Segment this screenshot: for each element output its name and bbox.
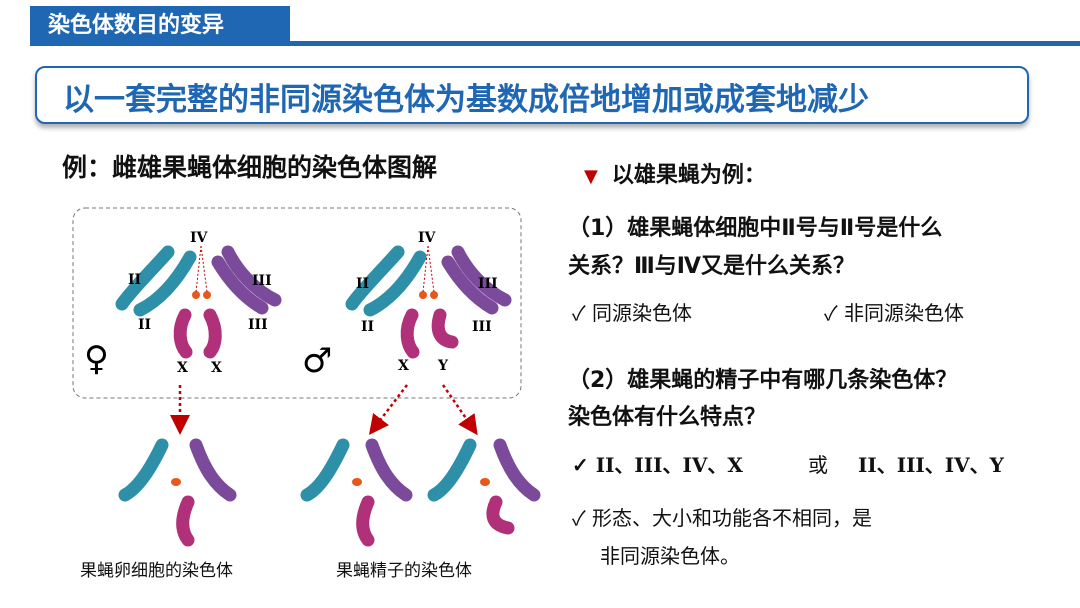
label-iv: IV [190, 230, 209, 246]
label-y: Y [437, 358, 449, 374]
answer-1-right: ✓ 非同源染色体 [824, 297, 964, 326]
answer-2-part-1: ✓ II、III、IV、X [572, 449, 743, 478]
label-iii-bottom: III [472, 319, 492, 335]
caption-sperm: 果蝇精子的染色体 [336, 556, 472, 581]
caption-egg: 果蝇卵细胞的染色体 [80, 556, 233, 581]
answer-1-left: ✓ 同源染色体 [572, 297, 692, 326]
header-bar: 染色体数目的变异 [0, 0, 1080, 46]
right-heading: ▼ 以雄果蝇为例： [584, 157, 766, 189]
female-karyotype: IV II II III III X X ♀ [84, 230, 275, 379]
label-x: X [398, 358, 409, 374]
diagram-subtitle: 例：雌雄果蝇体细胞的染色体图解 [62, 148, 437, 184]
question-2-line-2: 染色体有什么特点？ [568, 399, 766, 431]
chromosome-diagram: IV II II III III X X ♀ IV II II III III … [0, 190, 560, 590]
chromosome-x [407, 315, 413, 352]
male-karyotype: IV II II III III X Y ♂ [302, 230, 505, 381]
chromosome-iv-b [203, 291, 211, 299]
triangle-bullet-icon: ▼ [584, 166, 598, 187]
egg-karyotype [125, 445, 230, 540]
header-rule [290, 41, 1080, 46]
section-title: 染色体数目的变异 [30, 6, 290, 46]
label-iii-bottom: III [248, 317, 268, 333]
label-ii-top: II [128, 272, 141, 288]
sperm-x-karyotype [307, 445, 406, 540]
label-iii-top: III [478, 276, 498, 292]
question-2-line-1: （2）雄果蝇的精子中有哪几条染色体？ [568, 362, 957, 394]
definition-banner: 以一套完整的非同源染色体为基数成倍地增加或成套地减少 [35, 66, 1029, 124]
label-x2: X [211, 360, 222, 376]
female-symbol-icon: ♀ [84, 339, 109, 379]
label-ii-bottom: II [138, 317, 151, 333]
chromosome-iv-a [419, 291, 427, 299]
arrow-to-sperm-y [443, 385, 472, 427]
heading-text: 以雄果蝇为例： [612, 163, 766, 188]
answer-2-part-2: II、III、IV、Y [858, 449, 1004, 478]
answer-3-line-2: 非同源染色体。 [600, 540, 740, 569]
label-iii-top: III [252, 273, 272, 289]
chromosome-iv-a [192, 291, 200, 299]
chromosome-x-a [180, 315, 186, 352]
label-ii-top: II [356, 276, 369, 292]
chromosome-x-b [210, 315, 215, 352]
sperm-y-karyotype [434, 445, 534, 528]
definition-text: 以一套完整的非同源染色体为基数成倍地增加或成套地减少 [63, 74, 869, 119]
label-ii-bottom: II [361, 319, 374, 335]
answer-2-or: 或 [808, 449, 828, 478]
chromosome-y [438, 315, 452, 342]
label-x1: X [177, 360, 188, 376]
question-1-line-2: 关系？Ⅲ与Ⅳ又是什么关系？ [568, 248, 855, 280]
arrow-to-sperm-x [375, 385, 407, 427]
answer-3-line-1: ✓ 形态、大小和功能各不相同，是 [572, 502, 872, 531]
chromosome-iv-b [430, 291, 438, 299]
label-iv: IV [418, 230, 437, 246]
question-1-line-1: （1）雄果蝇体细胞中Ⅱ号与Ⅱ号是什么 [568, 210, 942, 242]
male-symbol-icon: ♂ [302, 341, 332, 381]
